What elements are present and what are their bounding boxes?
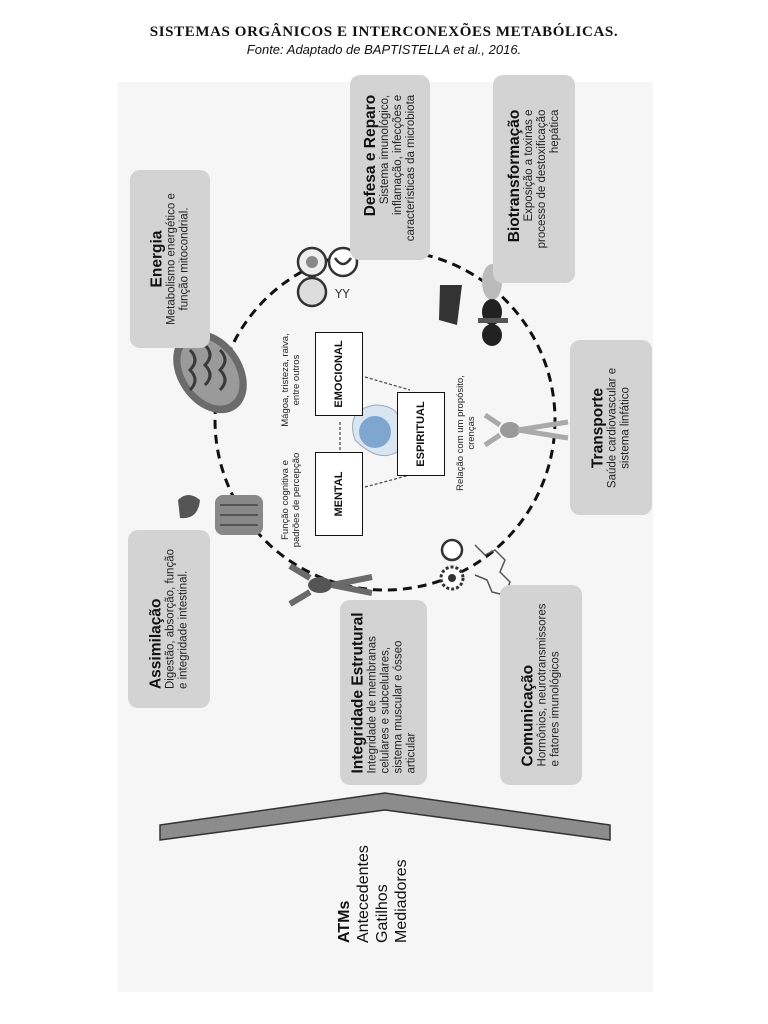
note-mental: Função cognitiva e padrões de percepção <box>280 452 302 548</box>
system-box-energia: Energia Metabolismo energético e função … <box>130 170 210 348</box>
atm-item: Gatilhos <box>374 884 391 943</box>
system-title: Defesa e Reparo <box>362 94 379 216</box>
figure-source: Fonte: Adaptado de BAPTISTELLA et al., 2… <box>246 42 522 57</box>
system-title: Comunicação <box>519 664 537 767</box>
system-title: Energia <box>148 230 166 288</box>
digestive-system-icon <box>178 495 263 535</box>
link-mental-espiritual <box>364 474 411 488</box>
note-espiritual: Relação com um propósito, crenças <box>455 375 477 491</box>
molecules-icon <box>439 538 511 596</box>
center-box-emocional: EMOCIONAL <box>315 332 363 416</box>
atm-item: Mediadores <box>393 859 410 943</box>
system-box-biotransformacao: Biotransformação Exposição a toxinas e p… <box>493 75 575 283</box>
atm-labels: ATMs Antecedentes Gatilhos Mediadores <box>335 845 411 943</box>
mitochondria-icon <box>173 330 247 414</box>
head-brain-icon <box>352 404 411 457</box>
atm-roof <box>159 792 611 841</box>
system-box-transporte: Transporte Saúde cardiovascular e sistem… <box>570 340 652 515</box>
system-box-comunicacao: Comunicação Hormônios, neurotransmissore… <box>500 585 582 785</box>
center-box-espiritual: ESPIRITUAL <box>397 392 445 476</box>
liver-kidney-icon <box>439 264 508 346</box>
figure-title: SISTEMAS ORGÂNICOS E INTERCONEXÕES METAB… <box>149 24 619 40</box>
system-title: Biotransformação <box>506 109 523 243</box>
circulatory-body-icon <box>483 412 569 448</box>
link-emocional-espiritual <box>364 376 411 391</box>
immune-cells-icon: YY <box>296 246 359 308</box>
svg-text:YY: YY <box>334 287 350 301</box>
musculoskeletal-body-icon <box>288 563 373 607</box>
system-title: Assimilação <box>147 598 165 690</box>
atm-item: Antecedentes <box>355 845 372 943</box>
system-box-defesa: Defesa e Reparo Sistema imunológico, inf… <box>350 75 430 260</box>
center-box-mental: MENTAL <box>315 452 363 536</box>
note-emocional: Mágoa, tristeza, raiva, entre outros <box>280 333 302 427</box>
system-title: Transporte <box>589 387 607 468</box>
system-box-assimilacao: Assimilação Digestão, absorção, função e… <box>128 530 210 708</box>
system-title: Integridade Estrutural <box>349 611 366 774</box>
system-box-integridade: Integridade Estrutural Integridade de me… <box>340 600 427 785</box>
atm-title: ATMs <box>336 900 353 943</box>
